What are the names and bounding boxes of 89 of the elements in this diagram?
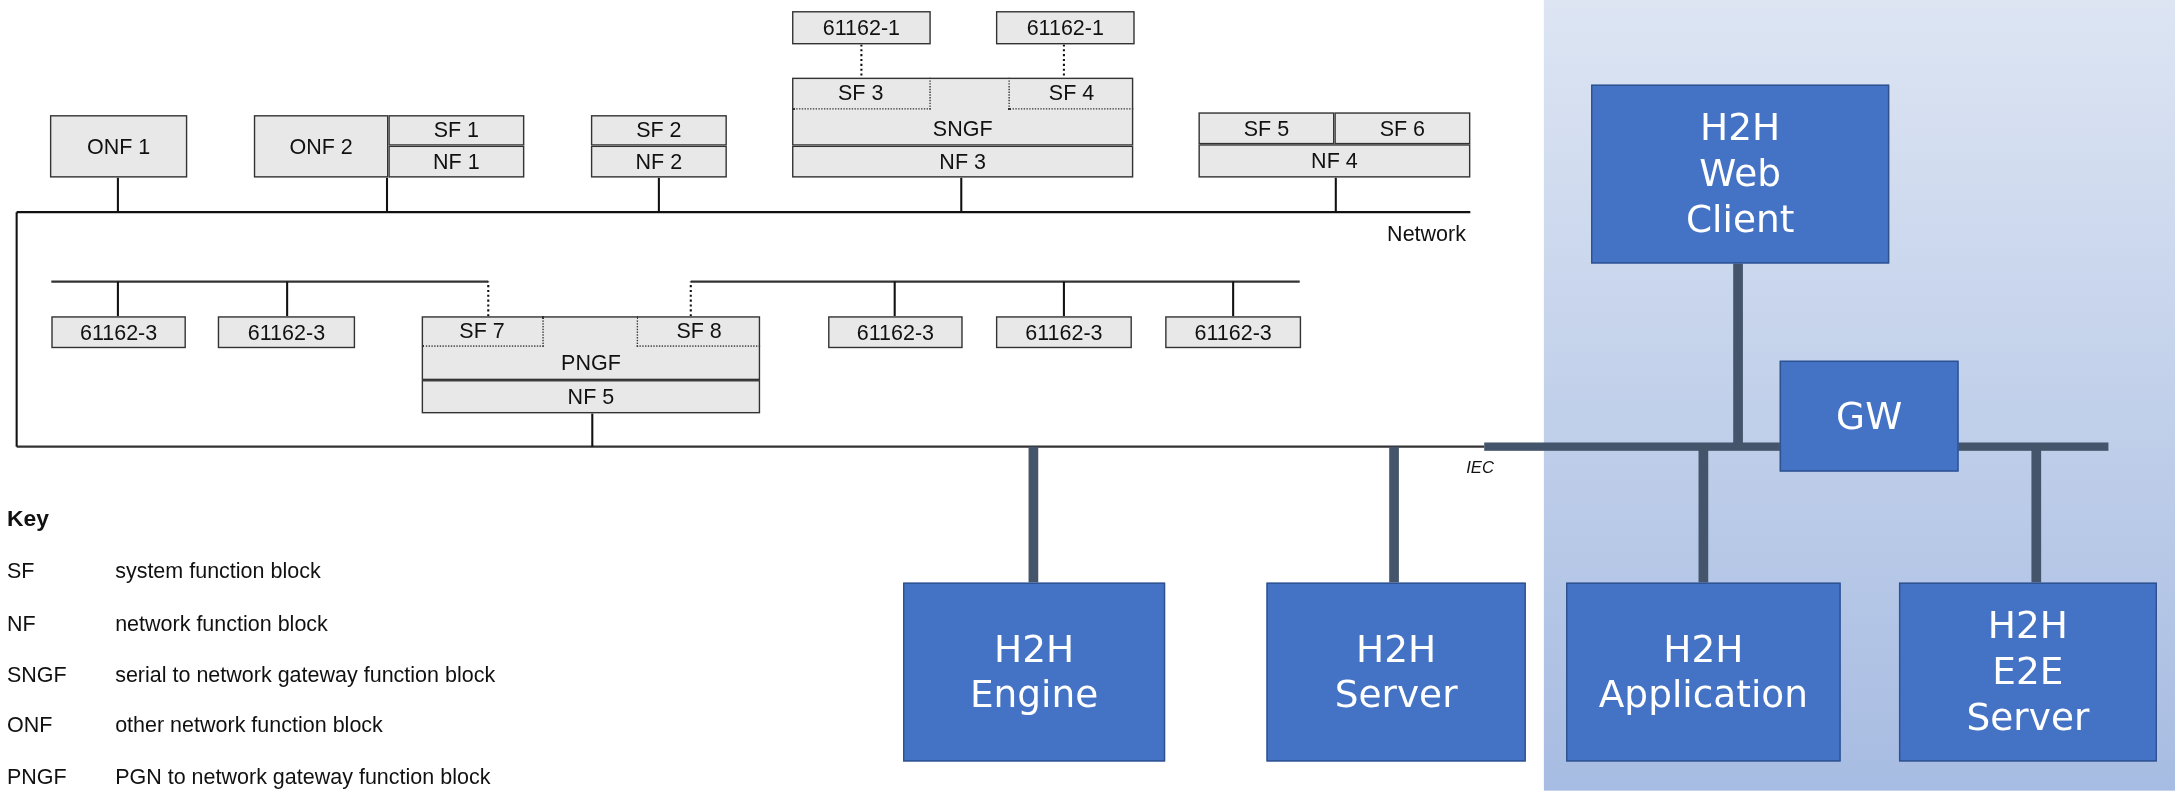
- bus-drop-line: [1028, 446, 1039, 583]
- function-block: [421, 316, 544, 347]
- box-label: H2H Web Client: [1685, 105, 1795, 242]
- bus-line: [51, 280, 489, 283]
- box-label: H2H Engine: [969, 626, 1099, 718]
- key-description: PGN to network gateway function block: [115, 764, 491, 790]
- block-label: SF 4: [1048, 80, 1095, 106]
- function-block: [388, 115, 525, 146]
- component-box: [1266, 582, 1526, 762]
- component-box: [1566, 582, 1841, 762]
- function-block: [590, 145, 727, 178]
- function-block: [995, 11, 1135, 45]
- component-box: [1779, 360, 1959, 472]
- function-block: [792, 77, 1134, 146]
- function-block: [388, 145, 525, 178]
- connector-line: [116, 281, 119, 317]
- bus-line: [690, 280, 1300, 283]
- box-label: H2H Server: [1334, 626, 1458, 718]
- key-abbreviation: ONF: [6, 713, 53, 738]
- function-block: [49, 115, 188, 178]
- function-block: [792, 145, 1134, 178]
- connector-line: [15, 212, 18, 447]
- block-label: NF 3: [939, 149, 986, 175]
- function-block: [995, 316, 1132, 349]
- function-block: [253, 115, 389, 178]
- key-abbreviation: SF: [6, 559, 35, 584]
- function-block: [51, 316, 186, 349]
- connector-line: [286, 281, 289, 317]
- network-label: Network: [1387, 221, 1466, 247]
- key-heading: Key: [6, 504, 49, 532]
- block-label: SF 8: [676, 318, 722, 344]
- component-box: [903, 582, 1166, 762]
- connector-line: [1334, 177, 1337, 213]
- function-block: [1334, 112, 1471, 145]
- block-label: NF 1: [433, 149, 480, 175]
- function-block: [421, 380, 761, 414]
- connector-line: [116, 177, 119, 213]
- function-block: [590, 115, 727, 146]
- block-label: ONF 1: [86, 133, 151, 159]
- connector-line: [1062, 281, 1065, 317]
- block-label: SNGF: [932, 116, 993, 142]
- connector-line: [591, 413, 594, 447]
- key-description: other network function block: [115, 713, 383, 738]
- block-label: 61162-3: [79, 319, 158, 345]
- key-abbreviation: NF: [6, 611, 36, 637]
- function-block: [421, 316, 761, 381]
- function-block: [1198, 112, 1335, 145]
- connector-line: [860, 44, 863, 78]
- block-label: SF 5: [1243, 115, 1290, 141]
- block-label: SF 1: [433, 117, 480, 143]
- block-label: 61162-3: [1025, 319, 1103, 345]
- box-label: GW: [1836, 393, 1903, 439]
- key-description: system function block: [115, 559, 321, 584]
- bus-drop-line: [1389, 446, 1399, 583]
- function-block: [1165, 316, 1302, 349]
- block-label: SF 7: [459, 318, 505, 344]
- key-description: serial to network gateway function block: [115, 663, 496, 688]
- connector-line: [657, 177, 660, 213]
- key-description: network function block: [115, 611, 328, 637]
- connector-line: [385, 177, 389, 213]
- block-label: ONF 2: [289, 133, 353, 159]
- component-box: [1898, 582, 2157, 762]
- block-label: NF 5: [567, 384, 615, 410]
- function-block: [828, 316, 963, 349]
- box-label: H2H E2E Server: [1966, 603, 2090, 740]
- component-box: [1591, 84, 1890, 264]
- block-label: PNGF: [561, 350, 621, 376]
- function-block: [217, 316, 356, 349]
- bus-line: [16, 210, 1471, 214]
- block-label: 61162-1: [1026, 15, 1104, 41]
- block-label: SF 6: [1379, 115, 1426, 141]
- function-block: [1198, 144, 1471, 178]
- function-block: [792, 11, 931, 45]
- source-label: IEC: [1466, 457, 1494, 478]
- block-label: 61162-1: [822, 15, 901, 41]
- box-label: H2H Application: [1598, 626, 1808, 718]
- block-label: 61162-3: [856, 319, 935, 345]
- block-label: NF 2: [635, 149, 683, 175]
- key-abbreviation: PNGF: [6, 764, 67, 790]
- block-label: NF 4: [1311, 148, 1358, 174]
- connector-line: [1232, 281, 1235, 317]
- block-label: 61162-3: [247, 319, 326, 345]
- connector-line: [960, 177, 963, 213]
- key-abbreviation: SNGF: [6, 663, 67, 688]
- block-label: 61162-3: [1194, 319, 1272, 345]
- block-label: SF 2: [636, 117, 682, 143]
- connector-line: [893, 281, 896, 317]
- connector-line: [1062, 44, 1065, 78]
- block-label: SF 3: [838, 80, 884, 106]
